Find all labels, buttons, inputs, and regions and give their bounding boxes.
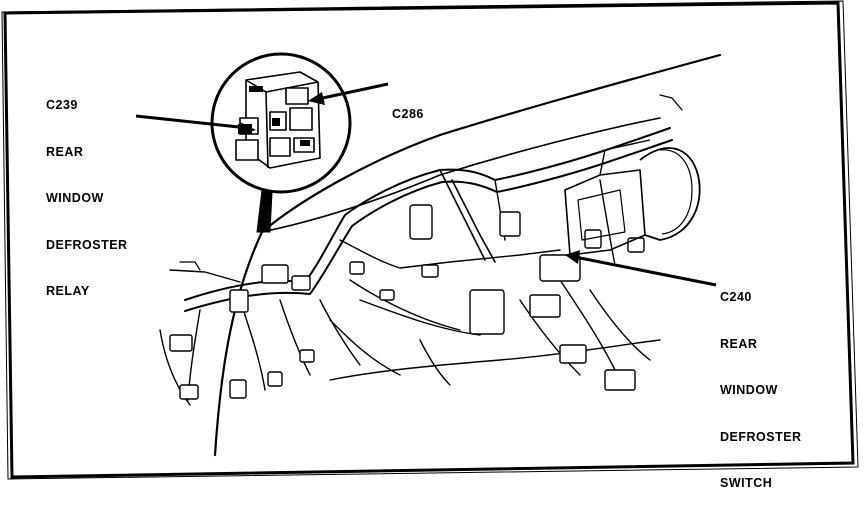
callout-line: WINDOW: [720, 383, 778, 397]
callout-line: REAR: [720, 336, 758, 351]
callout-line: DEFROSTER: [720, 429, 802, 444]
leader-c240: [565, 250, 717, 287]
lower-harness-branches: [187, 179, 651, 401]
callout-line: DEFROSTER: [46, 237, 128, 252]
callout-line: C239: [46, 98, 78, 112]
callout-c240-rear-window-defroster-switch: C240 REAR WINDOW DEFROSTER SWITCH: [720, 259, 802, 507]
diagram-border: [1, 0, 859, 480]
callout-line: RELAY: [46, 284, 90, 298]
callout-line: SWITCH: [720, 476, 773, 490]
dashboard-outline: [159, 53, 722, 457]
cluster-housing: [564, 139, 701, 256]
callout-line: REAR: [46, 144, 84, 159]
callout-c286: C286: [392, 76, 424, 138]
wiring-diagram: [1, 0, 859, 480]
callout-c239-rear-window-defroster-relay: C239 REAR WINDOW DEFROSTER RELAY: [46, 67, 128, 315]
harness-connectors: [169, 204, 645, 400]
callout-line: C240: [720, 290, 752, 304]
leader-c239: [135, 114, 256, 135]
relay-magnifier: [210, 52, 352, 233]
leader-c286: [308, 82, 389, 105]
callout-line: C286: [392, 107, 424, 121]
callout-line: WINDOW: [46, 191, 104, 205]
